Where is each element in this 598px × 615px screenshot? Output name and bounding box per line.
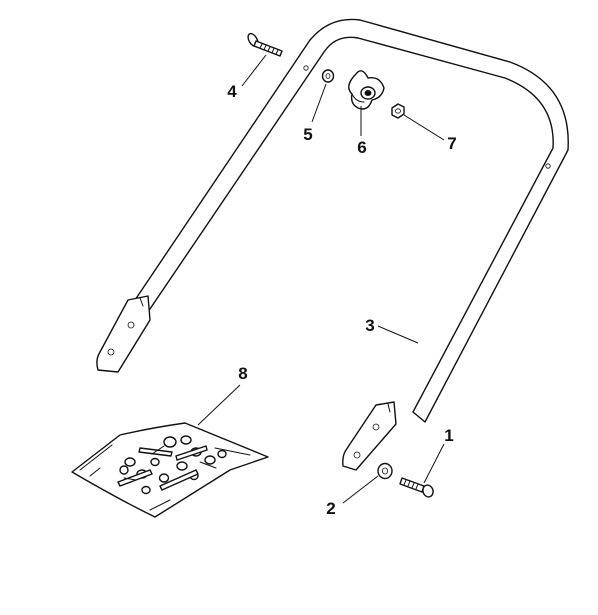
callout-3: 3 bbox=[365, 316, 374, 335]
hardware-bag bbox=[71, 422, 269, 518]
callout-6: 6 bbox=[357, 138, 366, 157]
callout-4: 4 bbox=[227, 82, 237, 101]
callout-7: 7 bbox=[447, 134, 456, 153]
leader-2 bbox=[342, 475, 379, 504]
callout-2: 2 bbox=[326, 499, 335, 518]
callout-8: 8 bbox=[238, 364, 247, 383]
callout-labels: 1 2 3 4 5 6 7 8 bbox=[227, 82, 456, 518]
bag-contents bbox=[117, 435, 227, 495]
leader-7 bbox=[403, 114, 445, 141]
leader-lines bbox=[197, 54, 445, 504]
callout-1: 1 bbox=[444, 426, 453, 445]
leader-8 bbox=[197, 384, 241, 426]
leader-4 bbox=[241, 54, 267, 87]
leader-1 bbox=[423, 443, 445, 484]
upper-handle bbox=[96, 18, 569, 471]
leader-5 bbox=[311, 83, 327, 123]
washer-large bbox=[377, 462, 393, 480]
carriage-bolt bbox=[247, 32, 283, 57]
washer-small bbox=[321, 69, 335, 83]
callout-5: 5 bbox=[303, 125, 312, 144]
leader-3 bbox=[377, 325, 419, 344]
bolt-short bbox=[399, 477, 434, 498]
wing-knob bbox=[348, 70, 385, 110]
nut bbox=[391, 103, 405, 119]
